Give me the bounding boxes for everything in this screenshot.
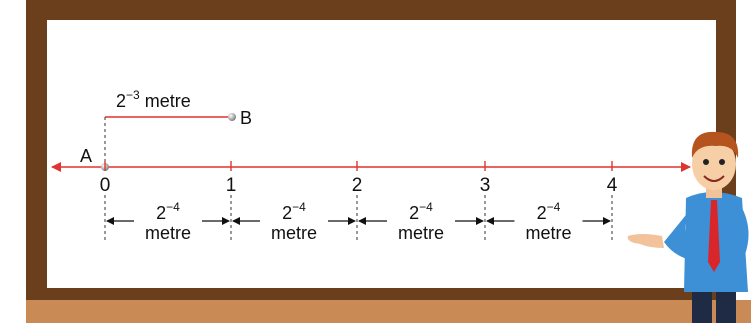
point-a-label: A [80, 146, 92, 166]
point-b-marker [228, 113, 236, 121]
interval-unit-label: metre [398, 223, 444, 243]
interval-unit-label: metre [525, 223, 571, 243]
board-ledge [26, 300, 751, 323]
interval-label-backing [387, 198, 455, 242]
interval-value-label: 2−4 [537, 200, 561, 223]
teacher-icon [627, 131, 749, 323]
board-surface [47, 20, 716, 288]
point-b-label: B [240, 108, 252, 128]
tick-label: 1 [226, 175, 237, 196]
interval-label-backing [260, 198, 328, 242]
interval-label-backing [514, 198, 583, 242]
interval-value-label: 2−4 [282, 200, 306, 223]
interval-unit-label: metre [271, 223, 317, 243]
interval-label-backing [134, 198, 202, 242]
segment-label: 2−3 metre [116, 88, 191, 111]
interval-value-label: 2−4 [156, 200, 180, 223]
tick-label: 3 [480, 175, 491, 196]
tick-label: 2 [352, 175, 363, 196]
interval-unit-label: metre [145, 223, 191, 243]
interval-value-label: 2−4 [409, 200, 433, 223]
tick-label: 4 [607, 175, 618, 196]
tick-label: 0 [100, 175, 111, 196]
